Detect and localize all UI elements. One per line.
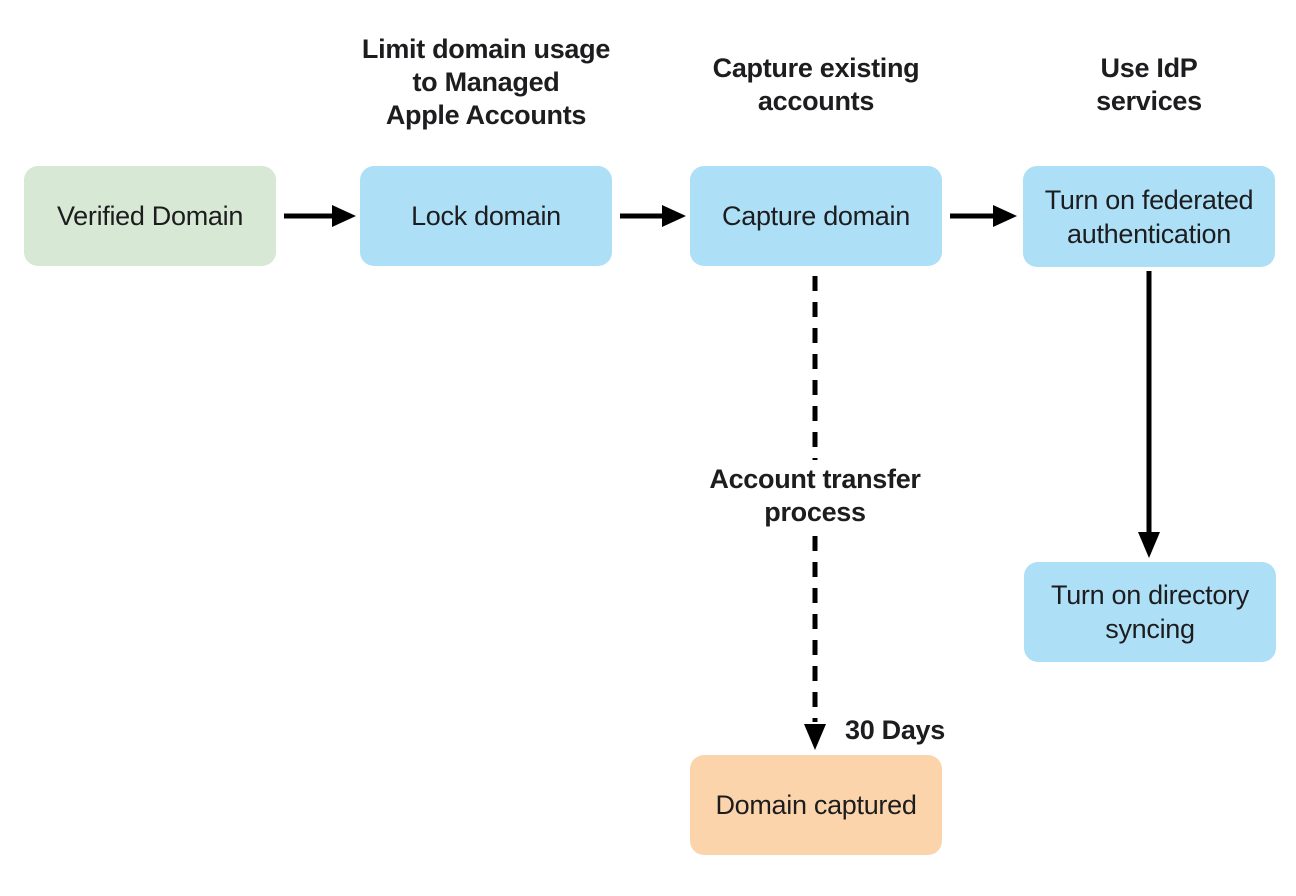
caption-capture-existing-accounts: Capture existing accounts [712,53,920,116]
caption-30-days: 30 Days [845,715,945,745]
node-verified-domain: Verified Domain [24,166,276,266]
arrow-capture-to-federated [950,205,1017,227]
node-federated-authentication: Turn on federated authentication [1023,166,1275,267]
arrow-verified-to-lock [284,205,356,227]
caption-limit-domain-usage: Limit domain usage to Managed Apple Acco… [361,34,611,130]
node-directory-syncing: Turn on directory syncing [1024,562,1276,662]
caption-account-transfer-process: Account transfer process [665,460,965,532]
arrow-lock-to-capture [620,205,686,227]
caption-use-idp-services: Use IdP services [1096,53,1202,116]
node-domain-captured: Domain captured [690,755,942,855]
arrow-federated-to-directory [1138,271,1160,558]
node-lock-domain: Lock domain [360,166,612,266]
node-capture-domain: Capture domain [690,166,942,266]
